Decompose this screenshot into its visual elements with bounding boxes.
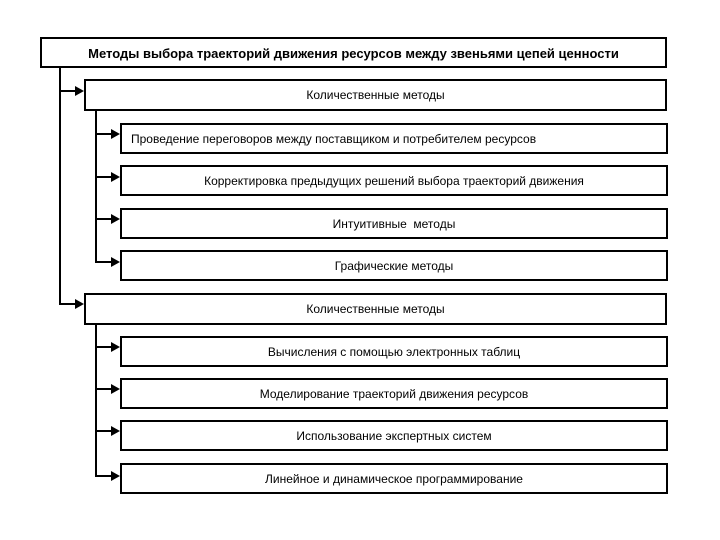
group-1-box: Количественные методы	[84, 79, 667, 111]
connector-line-item-1-1	[95, 133, 112, 135]
item-box-intuitive-methods: Интуитивные методы	[120, 208, 668, 239]
connector-line-group-1	[59, 90, 76, 92]
item-box-expert-systems: Использование экспертных систем	[120, 420, 668, 451]
diagram-title: Методы выбора траекторий движения ресурс…	[40, 37, 667, 68]
group-2-box: Количественные методы	[84, 293, 667, 325]
arrowhead-item-1-3	[111, 214, 120, 224]
item-box-correction: Корректировка предыдущих решений выбора …	[120, 165, 668, 196]
item-box-spreadsheets: Вычисления с помощью электронных таблиц	[120, 336, 668, 367]
item-box-graphic-methods: Графические методы	[120, 250, 668, 281]
connector-group-1-line	[95, 111, 97, 263]
item-box-negotiations: Проведение переговоров между поставщиком…	[120, 123, 668, 154]
connector-line-item-1-3	[95, 218, 112, 220]
connector-line-group-2	[59, 303, 76, 305]
connector-line-item-2-2	[95, 388, 112, 390]
connector-line-item-1-2	[95, 176, 112, 178]
arrowhead-group-1	[75, 86, 84, 96]
arrowhead-item-2-1	[111, 342, 120, 352]
arrowhead-item-2-4	[111, 471, 120, 481]
connector-line-item-2-3	[95, 430, 112, 432]
arrowhead-item-2-2	[111, 384, 120, 394]
arrowhead-item-2-3	[111, 426, 120, 436]
connector-line-item-2-4	[95, 475, 112, 477]
arrowhead-item-1-4	[111, 257, 120, 267]
item-box-modeling: Моделирование траекторий движения ресурс…	[120, 378, 668, 409]
connector-line-item-2-1	[95, 346, 112, 348]
arrowhead-item-1-1	[111, 129, 120, 139]
connector-group-2-line	[95, 325, 97, 477]
arrowhead-group-2	[75, 299, 84, 309]
arrowhead-item-1-2	[111, 172, 120, 182]
item-box-linear-dynamic-programming: Линейное и динамическое программирование	[120, 463, 668, 494]
connector-line-item-1-4	[95, 261, 112, 263]
connector-trunk-line	[59, 68, 61, 305]
